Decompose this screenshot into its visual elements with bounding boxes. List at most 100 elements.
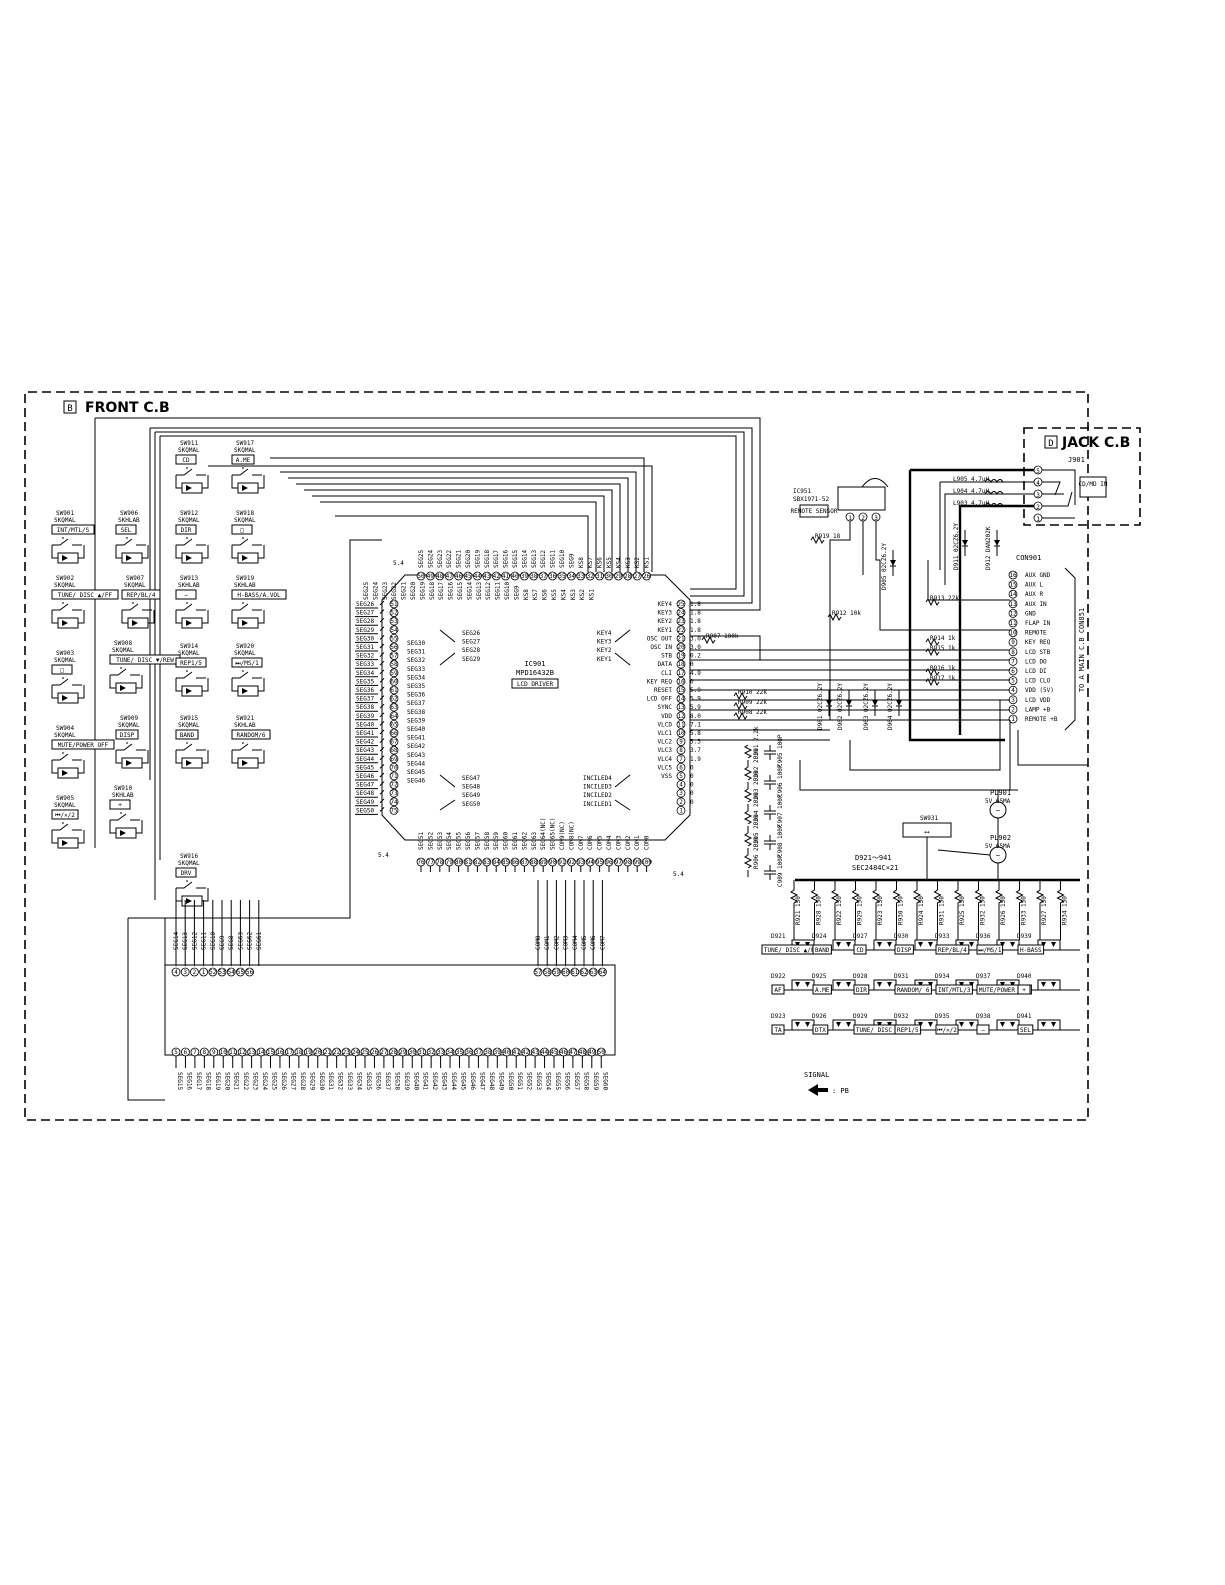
capacitor-icon [764, 865, 776, 880]
switch-ref: SW907 [126, 575, 144, 582]
resistor-label: R904 2.2k [753, 792, 760, 825]
ic-inner-label: SEG26 [462, 630, 480, 637]
lcd-bottom-pin-num: 14 [257, 1049, 265, 1056]
ic-top-pin [463, 571, 473, 581]
ic-left-pin [389, 797, 399, 807]
ic-right-pin [676, 745, 686, 755]
switch-type: SKQMAL [118, 722, 140, 729]
ic-right-pin-volt: 5.8 [690, 730, 701, 737]
ic-top-pin [557, 571, 567, 581]
led-icon [1000, 1022, 1015, 1027]
lcd-bottom-pin-num: 48 [579, 1049, 587, 1056]
led-label: TUNE/ DISC ▲/FF [764, 947, 819, 954]
ic-bottom-pin-num: 80 [455, 859, 463, 866]
lcd-bottom-pin-label: SEG55 [554, 1072, 561, 1090]
lcd-bottom-pin-num: 28 [390, 1049, 398, 1056]
lcd-bottom-pin-label: SEG34 [356, 1072, 363, 1090]
switch-label-box [51, 664, 73, 675]
switch-contact [232, 467, 262, 476]
lcd-bottom-pin-label: SEG49 [497, 1072, 504, 1090]
ic-right-pin-label: KEY3 [658, 610, 673, 617]
ic-left-pin-num: 61 [390, 687, 398, 694]
ic-top-pin-num: 39 [521, 573, 529, 580]
resistor-icon [810, 880, 819, 940]
ic-top-pin-label: SEG12 [540, 550, 547, 568]
ic-right-pin [676, 720, 686, 729]
ic-left-pin-tick [379, 669, 385, 675]
ic-bottom-pin-num: 90 [549, 859, 557, 866]
switch-type: SKQMAL [178, 722, 200, 729]
ic-top-pin [642, 571, 651, 581]
svg-text:3: 3 [874, 515, 878, 522]
ic-inner-label: SEG33 [407, 666, 425, 673]
switch-contact [52, 822, 82, 831]
resistor-icon [925, 667, 940, 677]
led-label: INT/MTL/3 [938, 987, 971, 994]
diode-icon [242, 688, 248, 694]
switch-ref: SW903 [56, 650, 74, 657]
con-pin [1008, 647, 1018, 657]
ic-top-pin-label: SEG17 [493, 550, 500, 568]
ic-bottom-pin-label: SEG63 [531, 832, 538, 850]
ic-left-pin-num: 66 [390, 730, 398, 737]
con-pin-num: 6 [1011, 668, 1015, 675]
switch-label-box [231, 729, 271, 740]
switch-type: SKQMAL [112, 647, 134, 654]
resistor-label: R921 150 [795, 896, 802, 925]
lcd-bottom-pin-label: SEG24 [261, 1072, 268, 1090]
ic-right-pin-label: VSS [661, 773, 672, 780]
led-icon [1000, 942, 1015, 947]
con-pin [1008, 609, 1018, 618]
lcd-bottom-pin-num: 40 [503, 1049, 511, 1056]
led-ref: D933 [935, 933, 950, 940]
ic-top-pin [567, 571, 576, 581]
ic-right-pin-num: 20 [677, 644, 685, 651]
led-ref: D923 [771, 1013, 786, 1020]
switch-type: SKQMAL [178, 650, 200, 657]
lcd-top-pin [189, 967, 199, 977]
ic-left-pin-num: 70 [390, 764, 398, 771]
led-label-box [976, 944, 1004, 955]
ic-right-pin [676, 625, 686, 635]
lcd-top-pin-num: 64 [599, 969, 607, 976]
resistor-label: R902 2.2k [753, 748, 760, 781]
ic-left-pin [389, 737, 399, 746]
jack-pins: 5 4 3 2 1 [1033, 465, 1076, 523]
ic-right-pin [676, 780, 686, 789]
led-label: H-BASS [1020, 947, 1042, 954]
led-d938: D938− [976, 1013, 1020, 1035]
ic-left-pin-num: 57 [390, 653, 398, 660]
ic-bottom-pin-label: COM8(NC) [568, 821, 575, 850]
ic-left-pin-num: 71 [390, 773, 398, 780]
ic-bottom-pin-label: COM7 [578, 835, 585, 850]
ic-right-pin-label: VLC5 [658, 764, 673, 771]
ic-right-pin [676, 806, 686, 815]
switch-label: RANDOM/6 [237, 732, 266, 739]
lcd-top-pin [598, 967, 607, 977]
diode-label: D901 02CZ6.2Y [817, 683, 824, 730]
diode-icon [120, 830, 126, 836]
ic-right-pin-volt: 0.2 [690, 653, 701, 660]
ic-left-pin-label: SEG45 [356, 764, 374, 771]
ic-left-pin-num: 64 [390, 713, 398, 720]
ic-left-pin [389, 780, 399, 789]
ic-left-pin-tick [379, 746, 385, 752]
jack-board-letter: D [1048, 439, 1053, 449]
jack-board-outline: D JACK C.B J901 CD/MD IN 5 4 3 2 1 [1023, 427, 1141, 526]
con-pin [1008, 714, 1018, 724]
switch-contact [232, 537, 262, 546]
ic-top-pin-num: 36 [549, 573, 557, 580]
ic-inner-label: SEG49 [462, 792, 480, 799]
led-icon [836, 982, 851, 987]
switch-ref: SW910 [114, 785, 132, 792]
diode-icon [62, 695, 68, 701]
